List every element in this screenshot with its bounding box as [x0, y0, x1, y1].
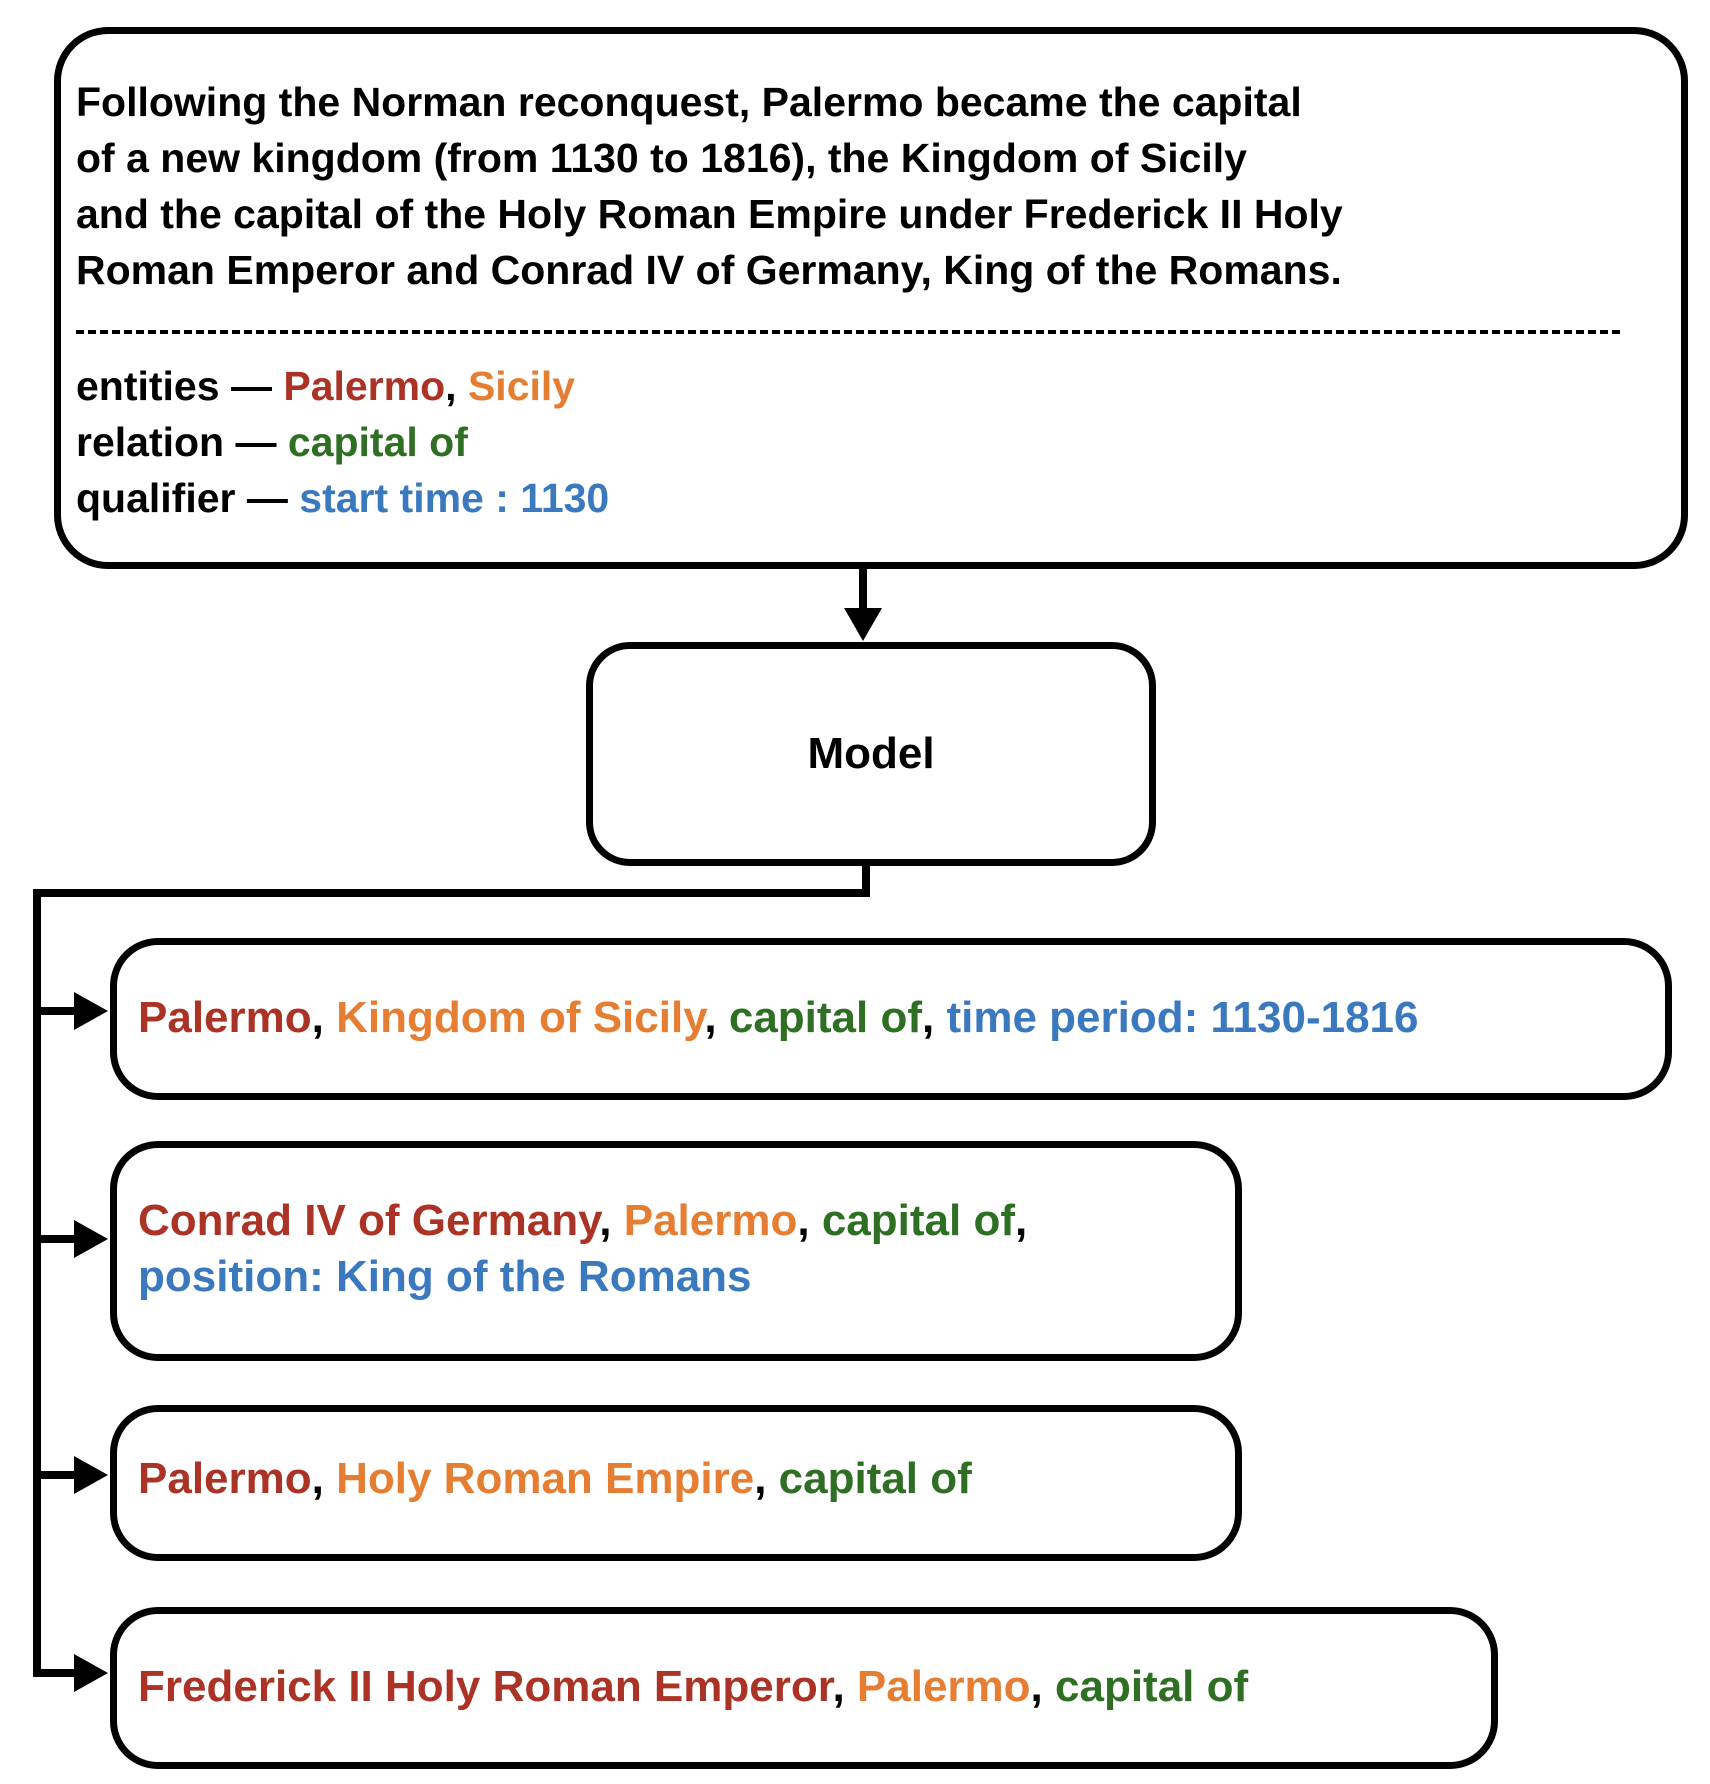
output-3-tail: Holy Roman Empire — [336, 1454, 755, 1503]
output-3-sep1: , — [311, 1454, 337, 1503]
model-to-outputs-trunk — [33, 866, 870, 1677]
arrowhead-output-3 — [74, 1456, 108, 1494]
dashed-divider — [76, 330, 1620, 334]
output-box-3: Palermo, Holy Roman Empire, capital of — [110, 1405, 1242, 1561]
output-1-text: Palermo, Kingdom of Sicily, capital of, … — [138, 990, 1418, 1046]
relation-value: capital of — [287, 419, 468, 465]
output-box-2: Conrad IV of Germany, Palermo, capital o… — [110, 1141, 1242, 1361]
entities-line: entities — Palermo, Sicily — [76, 358, 575, 414]
relation-separator: — — [224, 419, 288, 465]
output-1-sep1: , — [311, 993, 337, 1042]
output-box-1: Palermo, Kingdom of Sicily, capital of, … — [110, 938, 1672, 1100]
output-2-sep2: , — [797, 1196, 822, 1245]
output-4-sep2: , — [1030, 1662, 1055, 1711]
qualifier-label: qualifier — [76, 475, 236, 521]
passage-line-1: Following the Norman reconquest, Palermo… — [76, 79, 1302, 125]
passage-line-2: of a new kingdom (from 1130 to 1816), th… — [76, 135, 1247, 181]
input-box: Following the Norman reconquest, Palermo… — [54, 27, 1688, 569]
output-1-relation: capital of — [728, 993, 923, 1042]
output-2-sep1: , — [599, 1196, 624, 1245]
arrowhead-output-2 — [74, 1220, 108, 1258]
output-3-head: Palermo — [138, 1454, 312, 1503]
entities-separator: — — [219, 363, 284, 409]
output-2-text: Conrad IV of Germany, Palermo, capital o… — [138, 1193, 1027, 1305]
arrowhead-output-4 — [74, 1654, 108, 1692]
output-2-relation: capital of — [821, 1196, 1015, 1245]
relation-label: relation — [76, 419, 225, 465]
output-1-qualifier: time period: 1130-1816 — [946, 993, 1419, 1042]
output-4-head: Frederick II Holy Roman Emperor — [138, 1662, 833, 1711]
output-3-text: Palermo, Holy Roman Empire, capital of — [138, 1451, 972, 1507]
entity-comma: , — [445, 363, 468, 409]
passage-line-4: Roman Emperor and Conrad IV of Germany, … — [76, 247, 1342, 293]
output-4-relation: capital of — [1055, 1662, 1249, 1711]
entity-tail: Sicily — [467, 363, 576, 409]
qualifier-line: qualifier — start time : 1130 — [76, 470, 609, 526]
output-2-head: Conrad IV of Germany — [138, 1196, 600, 1245]
output-3-relation: capital of — [778, 1454, 972, 1503]
output-1-sep2: , — [704, 993, 729, 1042]
output-4-tail: Palermo — [856, 1662, 1031, 1711]
output-1-tail: Kingdom of Sicily — [336, 993, 705, 1042]
input-to-model-arrowhead — [844, 608, 882, 641]
passage-line-3: and the capital of the Holy Roman Empire… — [76, 191, 1343, 237]
entities-label: entities — [76, 363, 220, 409]
model-label: Model — [807, 729, 935, 778]
output-box-4: Frederick II Holy Roman Emperor, Palermo… — [110, 1607, 1498, 1769]
relation-line: relation — capital of — [76, 414, 468, 470]
output-2-qualifier: position: King of the Romans — [138, 1252, 752, 1301]
model-box: Model — [586, 642, 1156, 866]
arrowhead-output-1 — [74, 992, 108, 1030]
qualifier-separator: — — [235, 475, 300, 521]
output-1-head: Palermo — [138, 993, 312, 1042]
output-2-tail: Palermo — [623, 1196, 798, 1245]
input-passage: Following the Norman reconquest, Palermo… — [76, 74, 1343, 298]
qualifier-value: start time : 1130 — [299, 475, 610, 521]
entity-head: Palermo — [283, 363, 446, 409]
output-3-sep2: , — [754, 1454, 779, 1503]
output-4-sep1: , — [832, 1662, 857, 1711]
output-2-sep3: , — [1014, 1196, 1028, 1245]
output-1-sep3: , — [922, 993, 947, 1042]
output-4-text: Frederick II Holy Roman Emperor, Palermo… — [138, 1659, 1248, 1715]
